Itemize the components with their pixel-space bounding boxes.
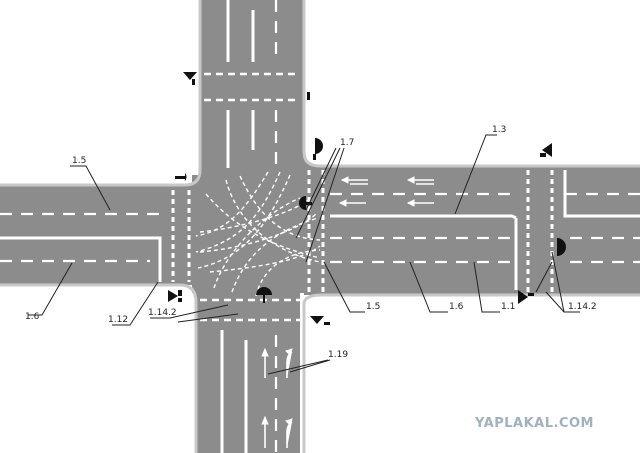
intersection-core [192,175,312,293]
traffic-light-icon [540,143,552,157]
traffic-light-icon [313,138,323,160]
traffic-light-icon [183,72,197,85]
north-markings [204,0,300,168]
traffic-light-icon [168,290,182,302]
traffic-light-icon [518,290,534,304]
marking-labels: 1.5 1.6 1.12 1.14.2 1.7 1.3 1.5 1.6 1.1 … [25,125,597,360]
label-1-1: 1.1 [501,302,515,312]
west-markings [0,190,191,282]
label-1-14-2-east: 1.14.2 [568,302,597,312]
traffic-light-icon [310,316,330,325]
south-road [196,285,300,453]
label-1-7: 1.7 [340,138,354,148]
traffic-light-icon [256,287,272,303]
label-1-5-east: 1.5 [366,302,380,312]
label-1-12: 1.12 [108,315,128,325]
label-1-14-2-south: 1.14.2 [148,308,177,318]
east-road [304,165,640,295]
leader-lines [28,134,580,375]
lane-arrow-icon [338,176,434,207]
label-1-3: 1.3 [492,125,506,135]
west-road [0,185,200,285]
label-1-19: 1.19 [328,350,348,360]
label-1-5-west: 1.5 [72,156,86,166]
traffic-light-icon [557,238,566,256]
traffic-light-icon [175,173,187,181]
watermark: YAPLAKAL.COM [474,416,594,431]
south-markings [200,298,300,453]
east-markings [307,170,640,292]
label-1-6-east: 1.6 [449,302,464,312]
label-1-6-west: 1.6 [25,312,40,322]
lane-arrow-icon [261,347,293,448]
traffic-light-icon [307,92,310,100]
guide-lines [195,171,321,297]
